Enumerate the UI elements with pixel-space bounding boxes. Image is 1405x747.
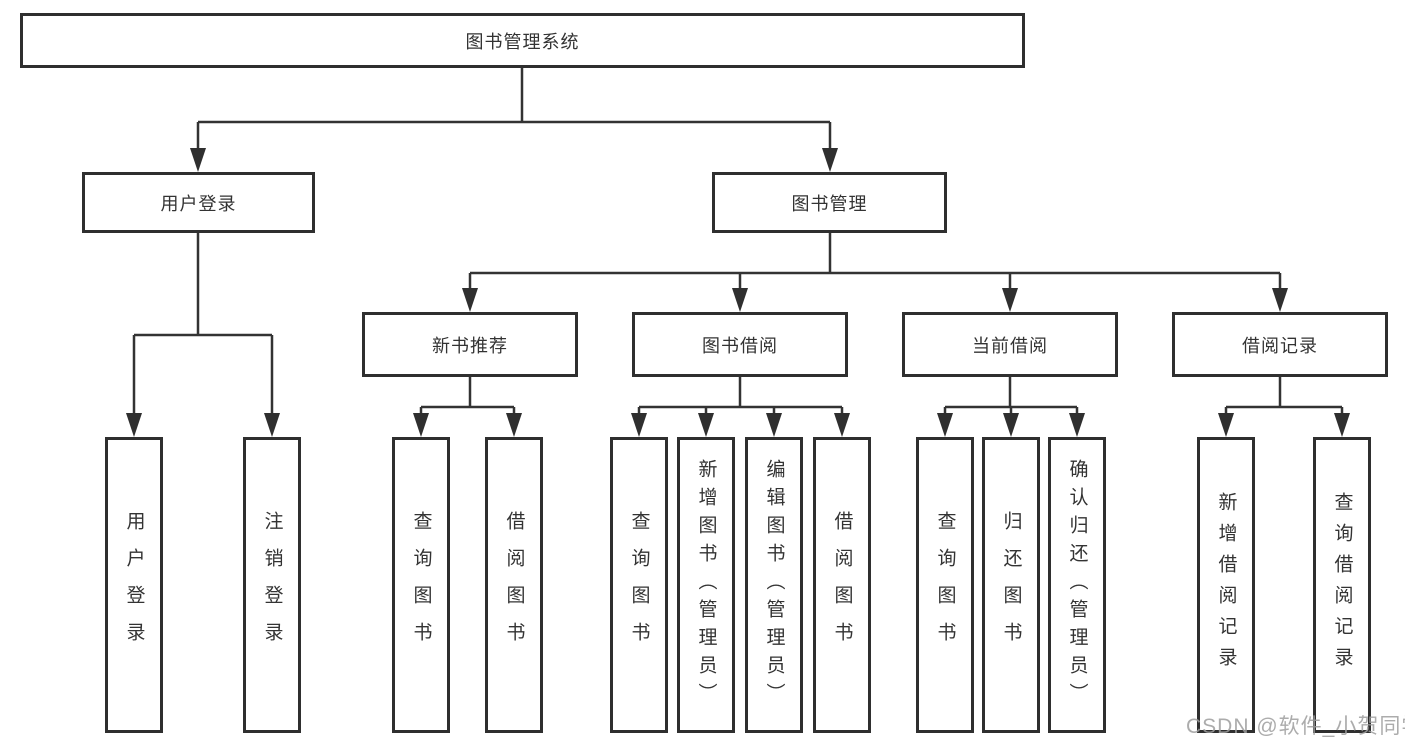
node-user-login: 用户登录	[82, 172, 315, 233]
leaf-add-borrow-record: 新增借阅记录	[1197, 437, 1255, 733]
connector-currentborrow-to-leaves	[937, 377, 1085, 437]
node-book-management: 图书管理	[712, 172, 947, 233]
leaf-return-book: 归还图书	[982, 437, 1040, 733]
connector-root-to-level2	[190, 68, 838, 172]
leaf-confirm-return-admin: 确认归还（管理员）	[1048, 437, 1106, 733]
connector-bookmgmt-to-level3	[462, 233, 1288, 312]
node-borrowing-records: 借阅记录	[1172, 312, 1388, 377]
connector-borrowrecord-to-leaves	[1218, 377, 1350, 437]
leaf-edit-book-admin: 编辑图书（管理员）	[745, 437, 803, 733]
leaf-borrow-book-rec: 借阅图书	[485, 437, 543, 733]
node-current-borrowing: 当前借阅	[902, 312, 1118, 377]
connector-newbookrec-to-leaves	[413, 377, 522, 437]
leaf-logout: 注销登录	[243, 437, 301, 733]
leaf-add-book-admin: 新增图书（管理员）	[677, 437, 735, 733]
watermark: CSDN @软件_小贺同学	[1186, 715, 1405, 738]
leaf-borrow-book-borrow: 借阅图书	[813, 437, 871, 733]
connector-bookborrow-to-leaves	[631, 377, 850, 437]
node-root: 图书管理系统	[20, 13, 1025, 68]
node-book-borrowing: 图书借阅	[632, 312, 848, 377]
leaf-user-login: 用户登录	[105, 437, 163, 733]
node-new-book-recommendation: 新书推荐	[362, 312, 578, 377]
connector-userlogin-to-leaves	[126, 233, 280, 437]
leaf-query-book-borrow: 查询图书	[610, 437, 668, 733]
leaf-query-book-current: 查询图书	[916, 437, 974, 733]
leaf-query-book-rec: 查询图书	[392, 437, 450, 733]
leaf-query-borrow-record: 查询借阅记录	[1313, 437, 1371, 733]
